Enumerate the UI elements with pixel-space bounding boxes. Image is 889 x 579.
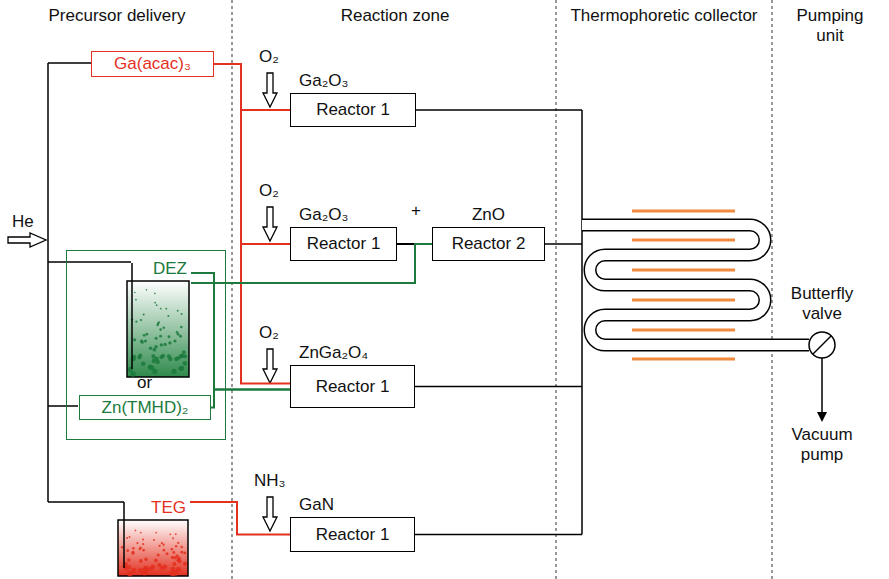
gas-label: O₂ <box>259 47 299 67</box>
feed-line <box>190 502 290 535</box>
zinc-precursor-group: DEZ Zn(TMHD)₂ or <box>66 250 226 440</box>
reactor-box: Ga₂O₃Reactor 1 <box>290 227 397 261</box>
gas-inlet-arrows <box>263 73 277 531</box>
section-heading: Precursor delivery <box>10 6 224 26</box>
alternative-label: or <box>137 373 152 393</box>
precursor-box: Ga(acac)₃ <box>91 51 214 77</box>
reactor-box: Ga₂O₃Reactor 1 <box>290 93 416 127</box>
node-label: TEG <box>151 498 186 518</box>
precursor-box: Zn(TMHD)₂ <box>79 395 211 420</box>
reactor-box: GaNReactor 1 <box>290 517 415 552</box>
feed-line <box>214 64 290 244</box>
plus-sign: + <box>411 201 431 221</box>
component-label: Vacuum pump <box>780 425 864 466</box>
component-label: Butterfly valve <box>780 284 864 325</box>
gas-label: He <box>12 212 52 232</box>
reactor-box: ZnGa₂O₄Reactor 1 <box>290 365 415 408</box>
section-heading: Thermophoretic collector <box>560 6 768 26</box>
outlet-line <box>545 243 582 245</box>
product-label: Ga₂O₃ <box>299 205 348 225</box>
node-label: DEZ <box>153 259 187 279</box>
bubbler-vessel: DEZ <box>125 259 191 379</box>
bubbler-vessel: TEG <box>116 498 190 578</box>
gas-inlet-arrow <box>8 233 46 247</box>
node-label: Reactor 1 <box>307 234 381 254</box>
feed-line <box>214 64 290 110</box>
helium-lines <box>48 63 131 502</box>
section-heading: Reaction zone <box>240 6 550 26</box>
product-label: ZnGa₂O₄ <box>299 343 368 363</box>
node-label: Reactor 1 <box>316 525 390 545</box>
product-label: GaN <box>299 495 334 515</box>
section-heading: Pumping unit <box>790 6 870 47</box>
feed-line <box>211 390 290 408</box>
outlet-line <box>415 386 582 388</box>
outlet-line <box>581 110 583 535</box>
node-label: Zn(TMHD)₂ <box>102 398 189 418</box>
product-label: ZnO <box>433 205 544 225</box>
gas-label: NH₃ <box>254 471 304 491</box>
node-label: Reactor 1 <box>316 377 390 397</box>
node-label: Reactor 2 <box>452 234 526 254</box>
node-label: Ga(acac)₃ <box>114 54 191 74</box>
outlet-line <box>415 534 582 536</box>
reactor-box: ZnOReactor 2 <box>432 227 545 261</box>
gas-label: O₂ <box>259 181 299 201</box>
butterfly-valve <box>809 332 835 422</box>
gas-label: O₂ <box>259 323 299 343</box>
node-label: Reactor 1 <box>316 100 390 120</box>
outlet-line <box>416 109 582 111</box>
serpentine-collector <box>582 211 809 359</box>
reactor-outlet-lines <box>415 110 582 535</box>
product-label: Ga₂O₃ <box>299 71 348 91</box>
